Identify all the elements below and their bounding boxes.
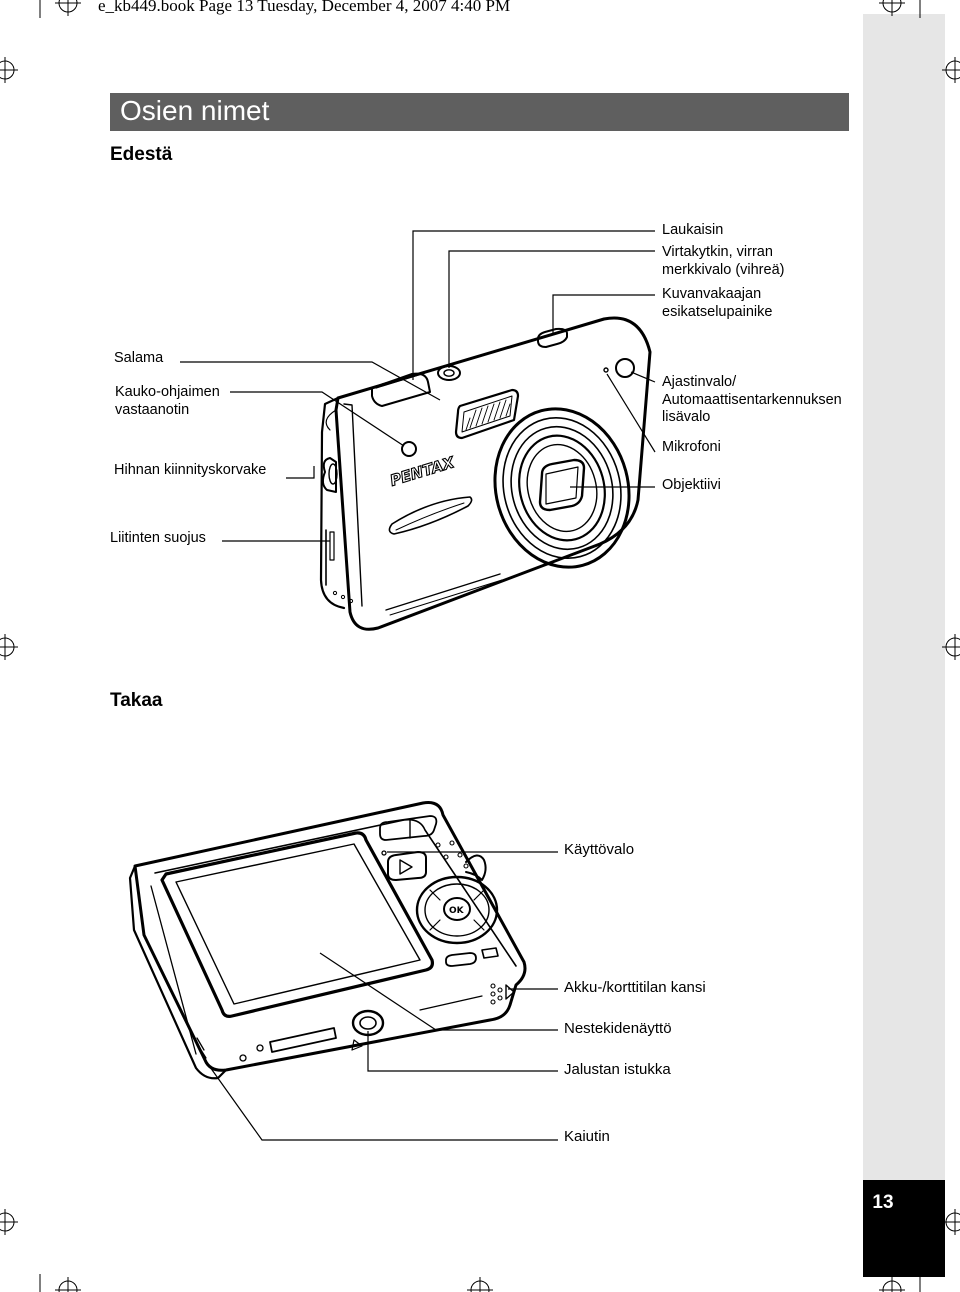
- label-power-line2: merkkivalo (vihreä): [662, 261, 785, 278]
- front-heading: Edestä: [110, 144, 173, 165]
- ok-button-label: OK: [449, 906, 465, 916]
- label-microphone-text: Mikrofoni: [662, 439, 721, 455]
- label-flash: Salama: [114, 350, 163, 368]
- ok-text: OK: [449, 906, 465, 916]
- label-self-timer-line2: Automaattisentarkennuksen: [662, 391, 842, 408]
- label-indicator: Käyttövalo: [564, 841, 635, 858]
- label-power-line1: Virtakytkin, virran: [662, 244, 773, 260]
- back-camera-drawing: [128, 801, 527, 1080]
- label-lcd: Nestekidenäyttö: [564, 1020, 672, 1037]
- label-self-timer: Ajastinvalo/ Automaattisentarkennuksen l…: [662, 374, 842, 427]
- back-leader-lines: [204, 851, 558, 1141]
- label-self-timer-line3: lisävalo: [662, 409, 711, 425]
- label-stabilizer: Kuvanvakaajan esikatselupainike: [662, 286, 772, 321]
- front-camera-drawing: [319, 316, 652, 631]
- page-number-box: 13: [863, 1180, 945, 1277]
- front-leader-lines: [180, 230, 656, 542]
- label-shutter: Laukaisin: [662, 222, 723, 240]
- brand-logo-text: PENTAX: [388, 453, 458, 490]
- label-remote-line2: vastaanotin: [115, 401, 190, 418]
- label-self-timer-line1: Ajastinvalo/: [662, 374, 737, 390]
- label-power: Virtakytkin, virran merkkivalo (vihreä): [662, 244, 784, 279]
- title-bar: Osien nimet: [110, 93, 849, 131]
- side-band: [863, 14, 945, 1180]
- label-battery: Akku-/korttitilan kansi: [564, 979, 706, 996]
- back-heading: Takaa: [110, 690, 163, 711]
- book-header: e_kb449.book Page 13 Tuesday, December 4…: [98, 0, 511, 15]
- label-tripod: Jalustan istukka: [564, 1061, 671, 1078]
- label-shutter-text: Laukaisin: [662, 222, 724, 238]
- label-lens: Objektiivi: [662, 477, 721, 495]
- label-remote-line1: Kauko-ohjaimen: [115, 384, 220, 400]
- label-microphone: Mikrofoni: [662, 439, 721, 457]
- label-remote: Kauko-ohjaimen vastaanotin: [115, 384, 220, 419]
- label-lens-text: Objektiivi: [662, 477, 721, 493]
- label-terminal: Liitinten suojus: [110, 530, 206, 548]
- label-flash-text: Salama: [114, 350, 164, 366]
- label-stabilizer-line2: esikatselupainike: [662, 303, 773, 320]
- label-stabilizer-line1: Kuvanvakaajan: [662, 286, 762, 302]
- page-number: 13: [872, 1192, 894, 1213]
- label-strap: Hihnan kiinnityskorvake: [114, 462, 266, 480]
- page-title: Osien nimet: [120, 95, 270, 126]
- label-speaker: Kaiutin: [564, 1128, 610, 1145]
- pentax-logo: PENTAX: [387, 452, 458, 490]
- label-terminal-text: Liitinten suojus: [110, 530, 206, 546]
- label-strap-text: Hihnan kiinnityskorvake: [114, 462, 267, 478]
